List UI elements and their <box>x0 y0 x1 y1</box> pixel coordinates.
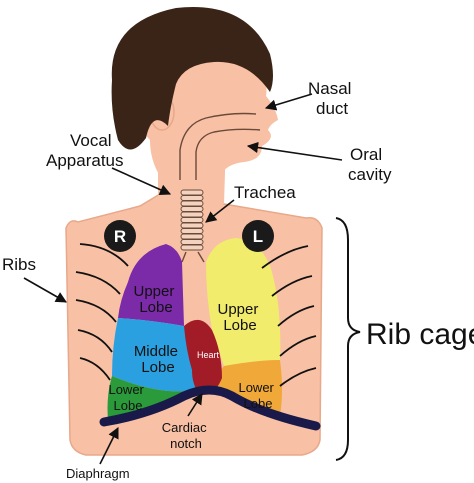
cardiac-notch-label: Cardiac notch <box>162 420 210 451</box>
vocal-apparatus-label: Vocal Apparatus <box>46 131 124 170</box>
ribs-right <box>261 245 317 387</box>
diaphragm <box>99 385 321 431</box>
heart-label: Heart <box>197 350 220 360</box>
lung-left-lower-lobe <box>107 376 196 420</box>
trachea-ring <box>180 211 204 218</box>
trachea-ring <box>180 222 204 229</box>
left-middle-lobe-label: Middle Lobe <box>134 343 182 376</box>
trachea-ring <box>180 233 204 240</box>
trachea-ring <box>180 217 204 223</box>
trachea-ring <box>180 189 204 196</box>
oral-cavity-label: Oral cavity <box>348 145 392 184</box>
right-side-badge: R <box>104 220 136 252</box>
left-upper-lobe-label: Upper Lobe <box>133 283 178 316</box>
lung-left-upper-lobe <box>118 244 184 326</box>
right-upper-lobe-label: Upper Lobe <box>217 301 262 334</box>
trachea-ring <box>180 200 204 207</box>
rib-cage-brace <box>335 217 361 461</box>
left-side-badge: L <box>242 220 274 252</box>
lung-right-upper-lobe <box>206 238 281 366</box>
annotation-arrows <box>23 93 343 465</box>
trachea-ring <box>180 244 204 251</box>
ribs-label: Ribs <box>2 255 36 274</box>
left-lower-lobe-label: Lower Lobe <box>108 382 147 413</box>
trachea-ring <box>180 195 204 201</box>
lung-right-lower-lobe <box>212 360 282 416</box>
diaphragm-label: Diaphragm <box>66 466 130 481</box>
nasal-passage <box>179 112 261 180</box>
ribs-left <box>75 243 129 381</box>
bronchi <box>181 251 205 263</box>
right-badge-label: R <box>114 227 126 246</box>
trachea <box>180 189 205 263</box>
rib-cage-label: Rib cage <box>366 318 474 351</box>
nasal-duct-label: Nasal duct <box>308 79 356 118</box>
trachea-label: Trachea <box>234 183 296 202</box>
heart <box>184 319 222 395</box>
trachea-ring <box>180 239 204 245</box>
trachea-ring <box>180 206 204 212</box>
lung-left-middle-lobe <box>112 318 196 392</box>
hair <box>111 6 273 150</box>
right-lower-lobe-label: Lower Lobe <box>238 380 277 411</box>
trachea-ring <box>180 228 204 234</box>
left-badge-label: L <box>253 227 263 246</box>
